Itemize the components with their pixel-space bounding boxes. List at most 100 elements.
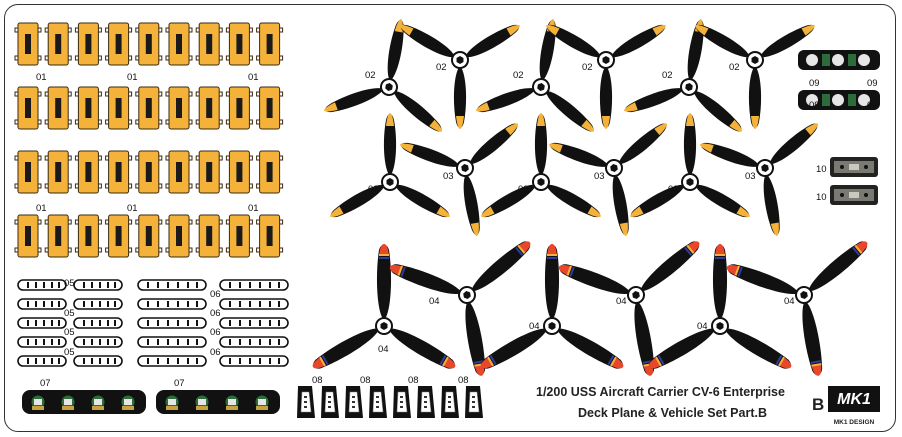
part-number-label: 08 — [408, 375, 419, 386]
part-number-label: 03 — [745, 171, 756, 182]
part-01-tab — [105, 214, 133, 258]
part-01-tab — [165, 150, 193, 194]
part-number-label: 08 — [312, 375, 323, 386]
part-number-label: 04 — [529, 321, 540, 332]
part-number-label: 06 — [210, 289, 221, 300]
part-01-tab — [225, 22, 253, 66]
sheet-title-line1: 1/200 USS Aircraft Carrier CV-6 Enterpri… — [536, 385, 785, 399]
part-number-label: 01 — [127, 203, 138, 214]
part-number-label: 03 — [443, 171, 454, 182]
part-number-label: 01 — [248, 203, 259, 214]
part-number-label: 07 — [174, 378, 185, 389]
part-01-tab — [44, 86, 72, 130]
part-number-label: 03 — [518, 184, 529, 195]
part-number-label: 09 — [809, 100, 820, 111]
part-01-tab — [256, 150, 284, 194]
part-08 — [416, 385, 436, 419]
part-number-label: 04 — [429, 296, 440, 307]
part-01-tab — [256, 214, 284, 258]
sheet-title-line2: Deck Plane & Vehicle Set Part.B — [578, 406, 767, 420]
part-01-tab — [135, 86, 163, 130]
svg-text:MK1 DESIGN: MK1 DESIGN — [834, 419, 875, 426]
part-01-tab — [105, 86, 133, 130]
propeller — [398, 118, 522, 238]
part-01-tab — [135, 22, 163, 66]
part-number-label: 04 — [784, 296, 795, 307]
part-number-label: 05 — [64, 327, 75, 338]
part-01-tab — [165, 22, 193, 66]
part-01-tab — [44, 214, 72, 258]
part-01-tab — [256, 22, 284, 66]
part-01-tab — [135, 214, 163, 258]
propeller — [547, 118, 671, 238]
part-number-label: 06 — [210, 347, 221, 358]
part-number-label: 08 — [458, 375, 469, 386]
part-08 — [440, 385, 460, 419]
part-01-tab — [105, 150, 133, 194]
part-01-tab — [165, 86, 193, 130]
part-01-tab — [44, 150, 72, 194]
part-01-tab — [195, 214, 223, 258]
part-number-label: 02 — [582, 62, 593, 73]
part-number-label: 01 — [36, 203, 47, 214]
part-01-tab — [14, 86, 42, 130]
part-number-label: 01 — [127, 72, 138, 83]
part-08-row — [296, 385, 484, 419]
part-01-tab — [195, 150, 223, 194]
part-04-propellers — [309, 236, 872, 377]
part-08 — [392, 385, 412, 419]
part-01-tab — [14, 214, 42, 258]
part-letter: B — [812, 395, 825, 414]
part-number-label: 04 — [697, 321, 708, 332]
part-01-tab — [74, 214, 102, 258]
part-07-green-strips — [22, 390, 280, 414]
part-01-tab — [195, 22, 223, 66]
part-number-label: 01 — [36, 72, 47, 83]
part-number-label: 03 — [368, 184, 379, 195]
part-09-strips — [798, 50, 880, 110]
mk1-logo: MK1 MK1 DESIGN — [828, 386, 880, 426]
part-05-06-handles — [17, 279, 289, 367]
part-01-tab — [44, 22, 72, 66]
part-number-label: 02 — [513, 70, 524, 81]
part-01-tab — [195, 86, 223, 130]
part-number-label: 05 — [64, 278, 75, 289]
part-01-tab — [225, 214, 253, 258]
part-number-label: 08 — [360, 375, 371, 386]
part-number-label: 06 — [210, 308, 221, 319]
part-number-label: 03 — [594, 171, 605, 182]
part-number-label: 09 — [867, 78, 878, 89]
part-number-label: 04 — [378, 344, 389, 355]
part-number-label: 09 — [809, 78, 820, 89]
part-number-label: 05 — [64, 347, 75, 358]
part-08 — [464, 385, 484, 419]
part-number-label: 02 — [729, 62, 740, 73]
svg-text:MK1: MK1 — [837, 391, 871, 408]
part-01-tab — [14, 150, 42, 194]
part-number-label: 10 — [816, 192, 827, 203]
part-number-label: 02 — [436, 62, 447, 73]
part-01-tabs — [14, 22, 284, 258]
part-number-label: 10 — [816, 164, 827, 175]
part-01-tab — [135, 150, 163, 194]
part-number-label: 04 — [616, 296, 627, 307]
part-number-label: 09 — [867, 100, 878, 111]
part-number-label: 05 — [64, 308, 75, 319]
part-number-label: 07 — [40, 378, 51, 389]
part-01-tab — [74, 86, 102, 130]
part-number-label: 02 — [365, 70, 376, 81]
part-number-label: 06 — [210, 327, 221, 338]
part-number-label: 02 — [662, 70, 673, 81]
part-08 — [296, 385, 316, 419]
part-10-panels — [830, 157, 878, 205]
part-08 — [344, 385, 364, 419]
part-01-tab — [74, 150, 102, 194]
part-01-tab — [225, 86, 253, 130]
part-01-tab — [165, 214, 193, 258]
part-08 — [368, 385, 388, 419]
part-01-tab — [256, 86, 284, 130]
part-01-tab — [105, 22, 133, 66]
part-01-tab — [74, 22, 102, 66]
